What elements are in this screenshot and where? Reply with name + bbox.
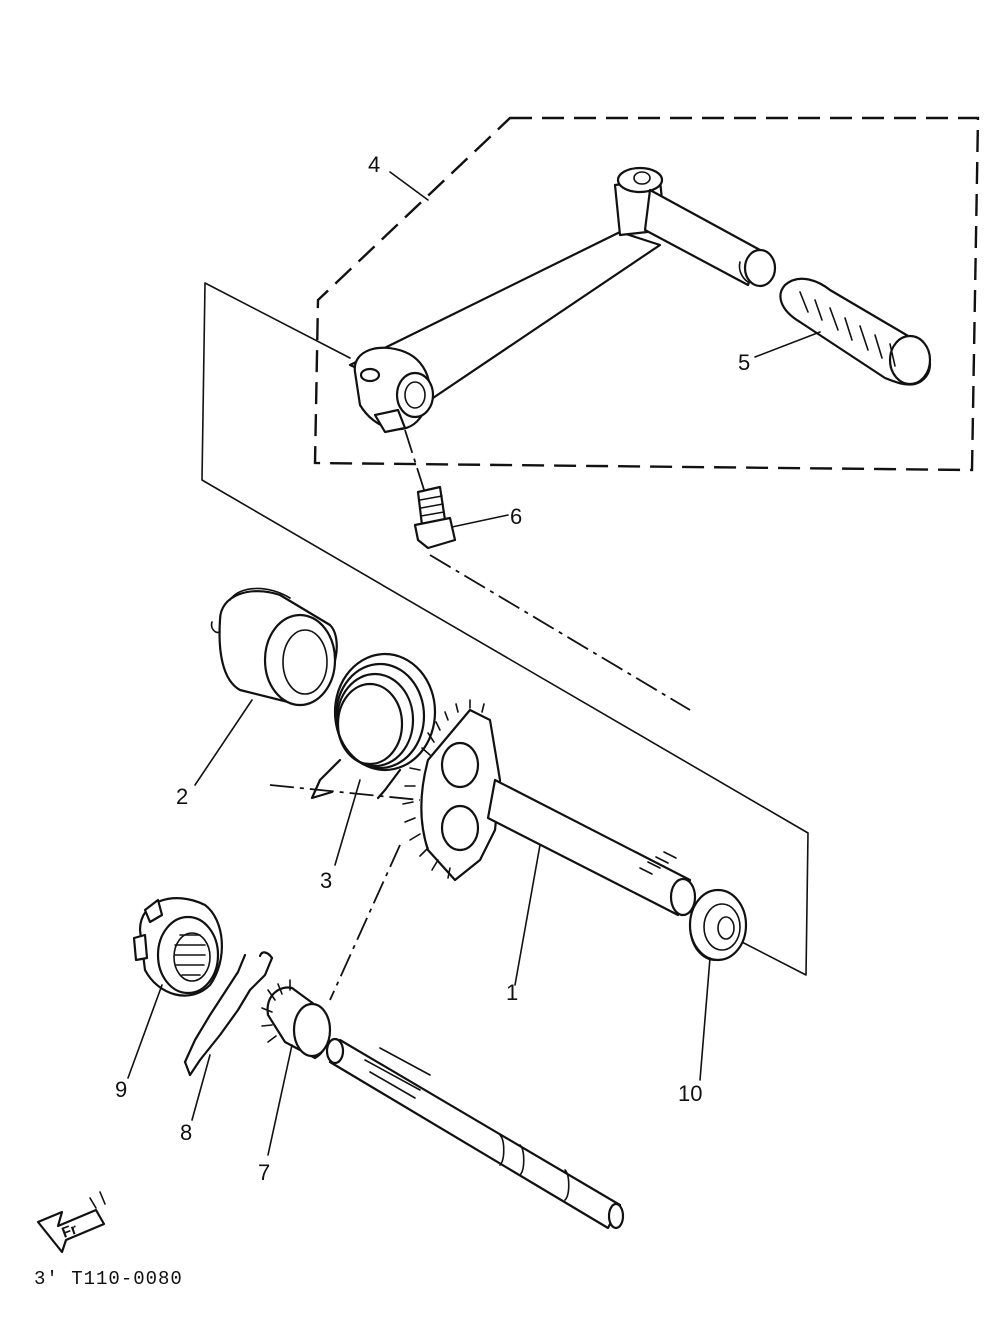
callout-4: 4 xyxy=(368,152,380,177)
callout-2: 2 xyxy=(176,784,188,809)
callout-10: 10 xyxy=(678,1081,702,1106)
part-ratchet xyxy=(132,897,223,997)
leader-2 xyxy=(194,699,253,786)
part-clip xyxy=(183,951,274,1077)
assembly-plane-outline xyxy=(201,282,809,976)
leader-lines xyxy=(127,171,821,1156)
part-bolt xyxy=(413,485,457,550)
callout-3: 3 xyxy=(320,868,332,893)
part-main-axle xyxy=(325,1037,625,1230)
diagram-code: 3′ T110-0080 xyxy=(34,1268,183,1290)
callout-5: 5 xyxy=(738,350,750,375)
leader-10 xyxy=(699,957,711,1081)
part-pinion-gear xyxy=(261,979,332,1060)
leader-9 xyxy=(127,984,163,1079)
leader-1 xyxy=(514,844,541,986)
callout-1: 1 xyxy=(506,980,518,1005)
callout-8: 8 xyxy=(180,1120,192,1145)
leader-5 xyxy=(754,331,821,358)
part-torsion-spring xyxy=(310,652,437,800)
callout-9: 9 xyxy=(115,1077,127,1102)
part-kick-crank xyxy=(348,166,777,434)
callout-6: 6 xyxy=(510,504,522,529)
part-spring-cover xyxy=(210,587,338,707)
leader-6 xyxy=(451,514,509,528)
center-axis-line xyxy=(269,429,691,1001)
callout-labels: 1 2 3 4 5 6 7 8 9 10 xyxy=(115,152,750,1185)
leader-3 xyxy=(334,779,361,866)
leader-8 xyxy=(191,1054,211,1121)
part-kick-shaft xyxy=(402,699,697,917)
front-arrow-label: Fr xyxy=(60,1221,80,1242)
front-arrow-icon: Fr xyxy=(36,1191,106,1254)
leader-4 xyxy=(389,171,429,201)
callout-7: 7 xyxy=(258,1160,270,1185)
leader-7 xyxy=(267,1044,293,1156)
assembly-boundary-4 xyxy=(313,116,980,472)
part-bearing xyxy=(688,888,748,962)
part-grip xyxy=(779,277,932,386)
